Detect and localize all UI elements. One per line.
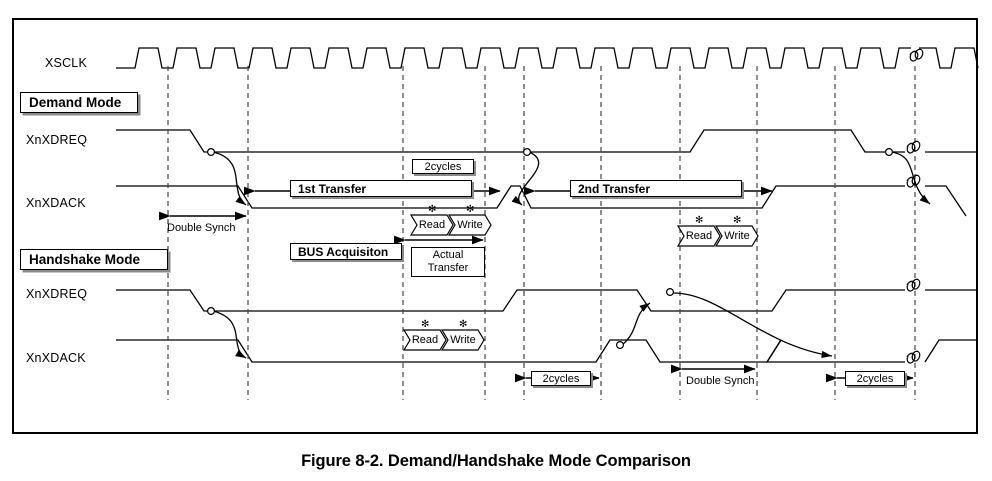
hexagon-demand-read1-label: Read	[418, 219, 446, 231]
hexagon-demand-write2-label: Write	[724, 230, 750, 242]
asterisk-demand-write2: ✻	[733, 215, 742, 226]
asterisk-demand-read1: ✻	[428, 204, 437, 215]
asterisk-handshake-read: ✻	[421, 319, 430, 330]
mode-box-handshake: Handshake Mode	[20, 249, 168, 270]
hexagon-demand-write1: Write	[449, 215, 491, 235]
asterisk-demand-write1: ✻	[466, 204, 475, 215]
signal-label-demand-xnxdreq: XnXDREQ	[26, 133, 88, 147]
asterisk-handshake-write: ✻	[459, 319, 468, 330]
hexagon-demand-read1: Read	[411, 215, 453, 235]
hexagon-handshake-read-label: Read	[411, 334, 439, 346]
mode-box-demand: Demand Mode	[20, 92, 138, 113]
tag-2nd-transfer: 2nd Transfer	[570, 180, 742, 197]
hexagon-handshake-write-label: Write	[450, 334, 476, 346]
tag-actual-transfer: Actual Transfer	[411, 247, 485, 277]
tag-handshake-2cycles-right: 2cycles	[845, 371, 905, 386]
tag-handshake-2cycles-left: 2cycles	[531, 371, 591, 386]
asterisk-demand-read2: ✻	[695, 215, 704, 226]
signal-label-demand-xnxdack: XnXDACK	[26, 196, 86, 210]
label-demand-double-synch: Double Synch	[167, 222, 236, 234]
figure-frame	[12, 18, 978, 434]
hexagon-demand-read2: Read	[678, 226, 720, 246]
tag-demand-2cycles: 2cycles	[412, 159, 474, 174]
label-handshake-double-synch: Double Synch	[686, 375, 755, 387]
hexagon-handshake-write: Write	[442, 330, 484, 350]
hexagon-demand-write1-label: Write	[457, 219, 483, 231]
actual-transfer-line2: Transfer	[427, 262, 469, 274]
actual-transfer-line1: Actual	[432, 249, 464, 262]
tag-1st-transfer: 1st Transfer	[290, 180, 472, 197]
hexagon-demand-read2-label: Read	[685, 230, 713, 242]
tag-bus-acquisition: BUS Acquisiton	[290, 243, 402, 260]
signal-label-xsclk: XSCLK	[45, 56, 87, 70]
signal-label-handshake-xnxdack: XnXDACK	[26, 351, 86, 365]
signal-label-handshake-xnxdreq: XnXDREQ	[26, 287, 88, 301]
hexagon-handshake-read: Read	[404, 330, 446, 350]
hexagon-demand-write2: Write	[716, 226, 758, 246]
figure-caption: Figure 8-2. Demand/Handshake Mode Compar…	[301, 452, 691, 470]
